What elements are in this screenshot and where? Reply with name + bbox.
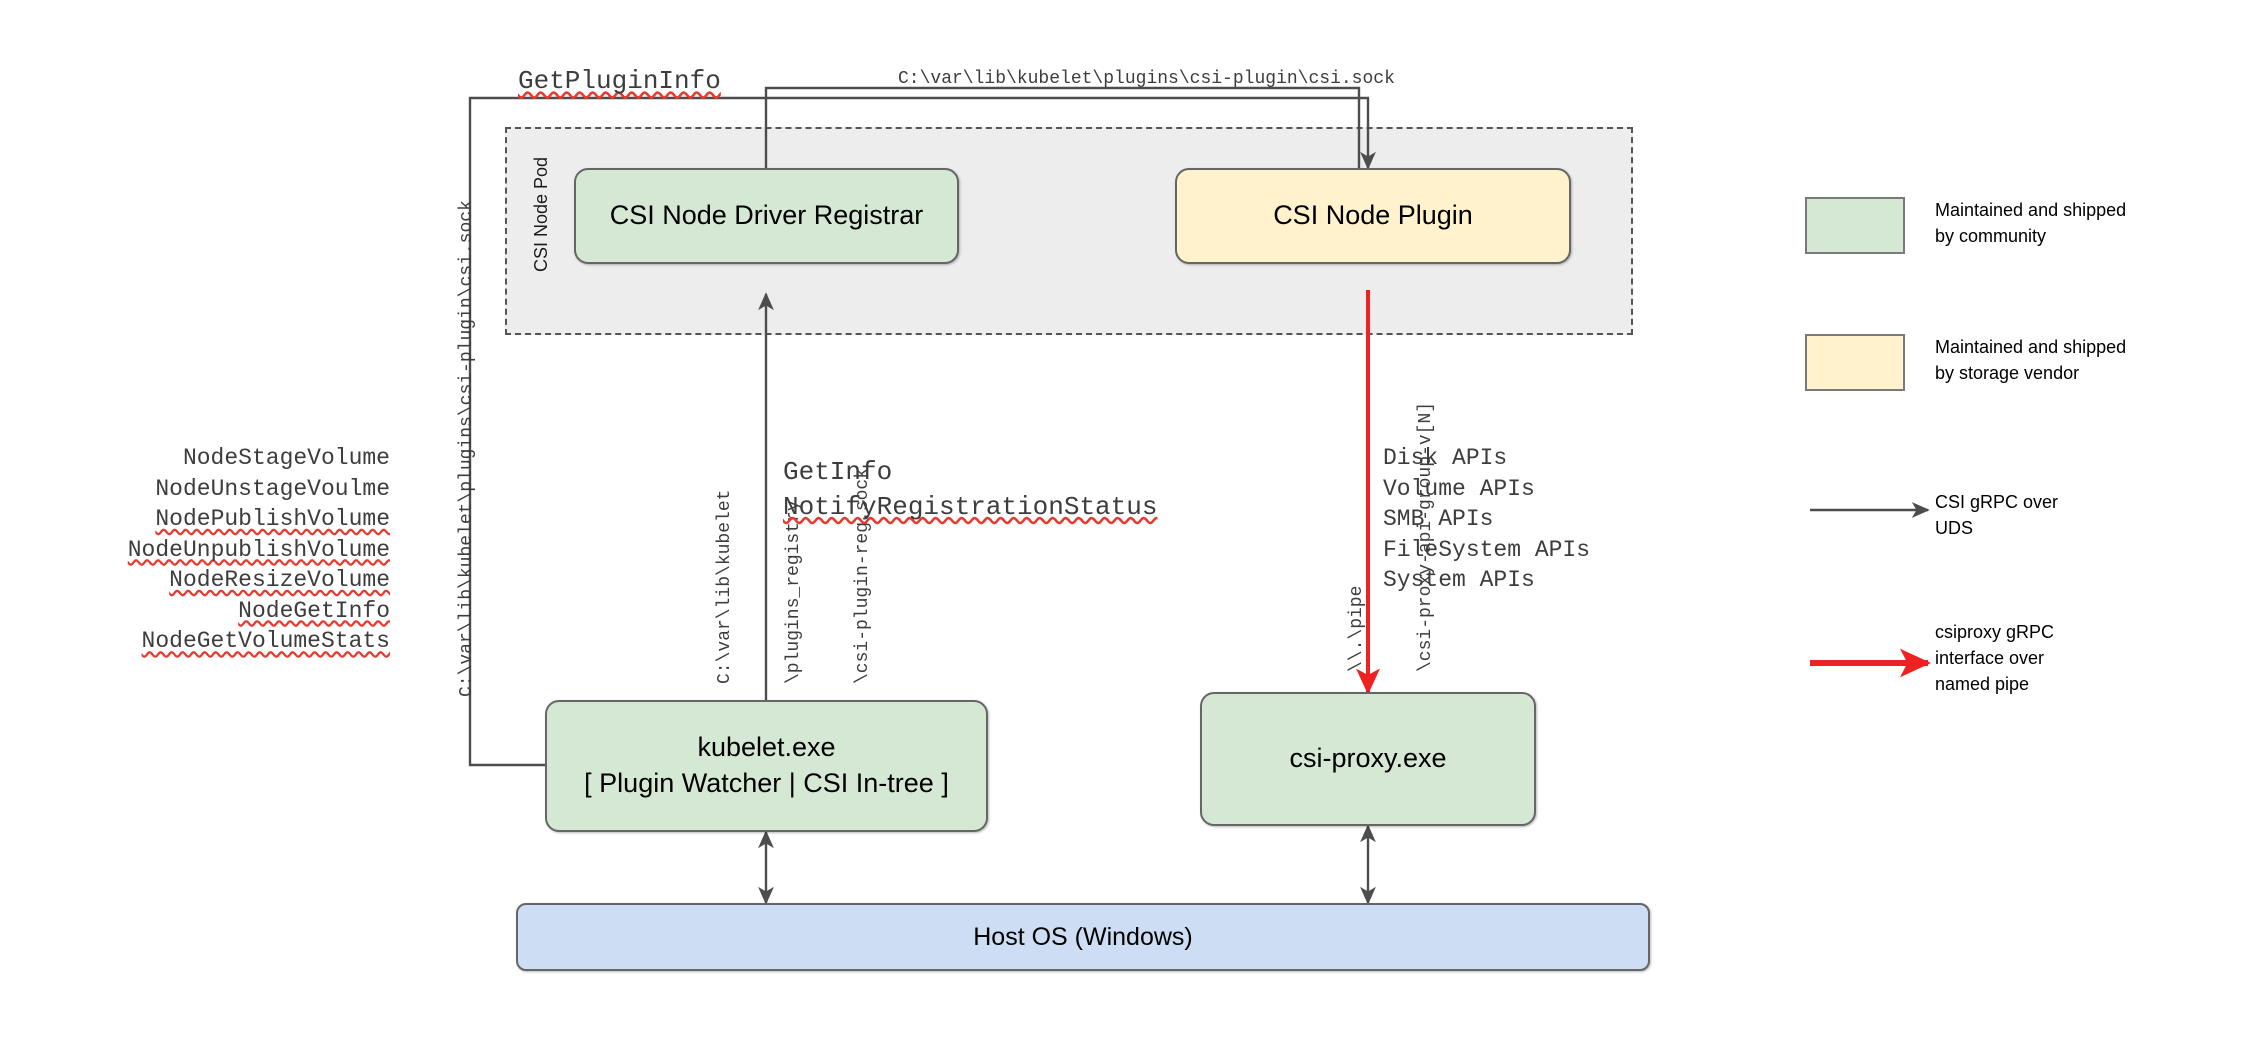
- legend-label-community: Maintained and shipped by community: [1935, 197, 2205, 249]
- annotation-get-plugin-info: GetPluginInfo: [518, 66, 721, 96]
- node-csi-node-driver-registrar-label: CSI Node Driver Registrar: [609, 200, 924, 231]
- node-csi-proxy-exe-label: csi-proxy.exe: [1289, 743, 1447, 774]
- legend-label-vendor-line-1: Maintained and shipped: [1935, 337, 2127, 357]
- csi-node-rpc-list: NodeStageVolume NodeUnstageVoulme NodePu…: [60, 443, 390, 657]
- legend-label-csi-grpc-uds: CSI gRPC over UDS: [1935, 489, 2205, 541]
- registry-path-line-1: C:\var\lib\kubelet: [715, 489, 736, 684]
- node-host-os-label: Host OS (Windows): [973, 922, 1193, 951]
- legend-label-csi-grpc-uds-line-2: UDS: [1935, 518, 1974, 539]
- node-csi-proxy-exe[interactable]: csi-proxy.exe: [1200, 692, 1536, 826]
- node-host-os[interactable]: Host OS (Windows): [516, 903, 1650, 971]
- legend-label-csiproxy-named-pipe-line-1: csiproxy gRPC: [1935, 622, 2055, 642]
- api-item: SMB APIs: [1383, 506, 1494, 533]
- legend-label-vendor-line-2: by storage vendor: [1935, 363, 2080, 384]
- csi-proxy-api-list: Disk APIs Volume APIs SMB APIs FileSyste…: [1383, 443, 1590, 596]
- node-kubelet-exe[interactable]: kubelet.exe [ Plugin Watcher | CSI In-tr…: [545, 700, 988, 832]
- rpc-item: NodeGetVolumeStats: [141, 628, 390, 655]
- annotation-registrar-calls: GetInfo NotifyRegistrationStatus: [783, 455, 1157, 524]
- legend-label-community-line-2: by community: [1935, 226, 2047, 247]
- node-csi-node-plugin[interactable]: CSI Node Plugin: [1175, 168, 1571, 264]
- legend-label-csi-grpc-uds-line-1: CSI gRPC over: [1935, 492, 2059, 512]
- legend-swatch-community: [1805, 197, 1905, 254]
- node-kubelet-exe-sublabel: [ Plugin Watcher | CSI In-tree ]: [584, 768, 949, 798]
- legend-swatch-vendor: [1805, 334, 1905, 391]
- legend-label-vendor: Maintained and shipped by storage vendor: [1935, 334, 2205, 386]
- api-item: System APIs: [1383, 567, 1535, 594]
- rpc-item: NodeUnstageVoulme: [155, 475, 390, 502]
- legend-label-csiproxy-named-pipe: csiproxy gRPC interface over named pipe: [1935, 619, 2205, 697]
- rpc-item: NodeUnpublishVolume: [127, 536, 390, 563]
- annotation-csi-sock-path-top: C:\var\lib\kubelet\plugins\csi-plugin\cs…: [898, 69, 1395, 89]
- csi-node-pod-label: CSI Node Pod: [531, 156, 551, 272]
- api-item: Disk APIs: [1383, 445, 1508, 471]
- node-csi-node-driver-registrar[interactable]: CSI Node Driver Registrar: [574, 168, 959, 264]
- rpc-item: NodePublishVolume: [155, 506, 390, 533]
- api-item: FileSystem APIs: [1383, 536, 1591, 563]
- node-csi-node-plugin-label: CSI Node Plugin: [1273, 200, 1473, 231]
- legend-label-community-line-1: Maintained and shipped: [1935, 200, 2127, 220]
- node-kubelet-exe-label: kubelet.exe: [697, 732, 836, 763]
- annotation-getinfo: GetInfo: [783, 457, 893, 487]
- rpc-item: NodeGetInfo: [238, 597, 390, 624]
- legend-label-csiproxy-named-pipe-line-2: interface over: [1935, 648, 2045, 669]
- annotation-notify-registration-status: NotifyRegistrationStatus: [783, 491, 1158, 522]
- annotation-csi-sock-path-vertical: C:\var\lib\kubelet\plugins\csi-plugin\cs…: [457, 200, 477, 697]
- named-pipe-line-1: \\.\pipe: [1347, 585, 1368, 672]
- legend-label-csiproxy-named-pipe-line-3: named pipe: [1935, 674, 2030, 695]
- rpc-item: NodeStageVolume: [182, 445, 390, 471]
- api-item: Volume APIs: [1383, 475, 1535, 502]
- rpc-item: NodeResizeVolume: [169, 567, 390, 594]
